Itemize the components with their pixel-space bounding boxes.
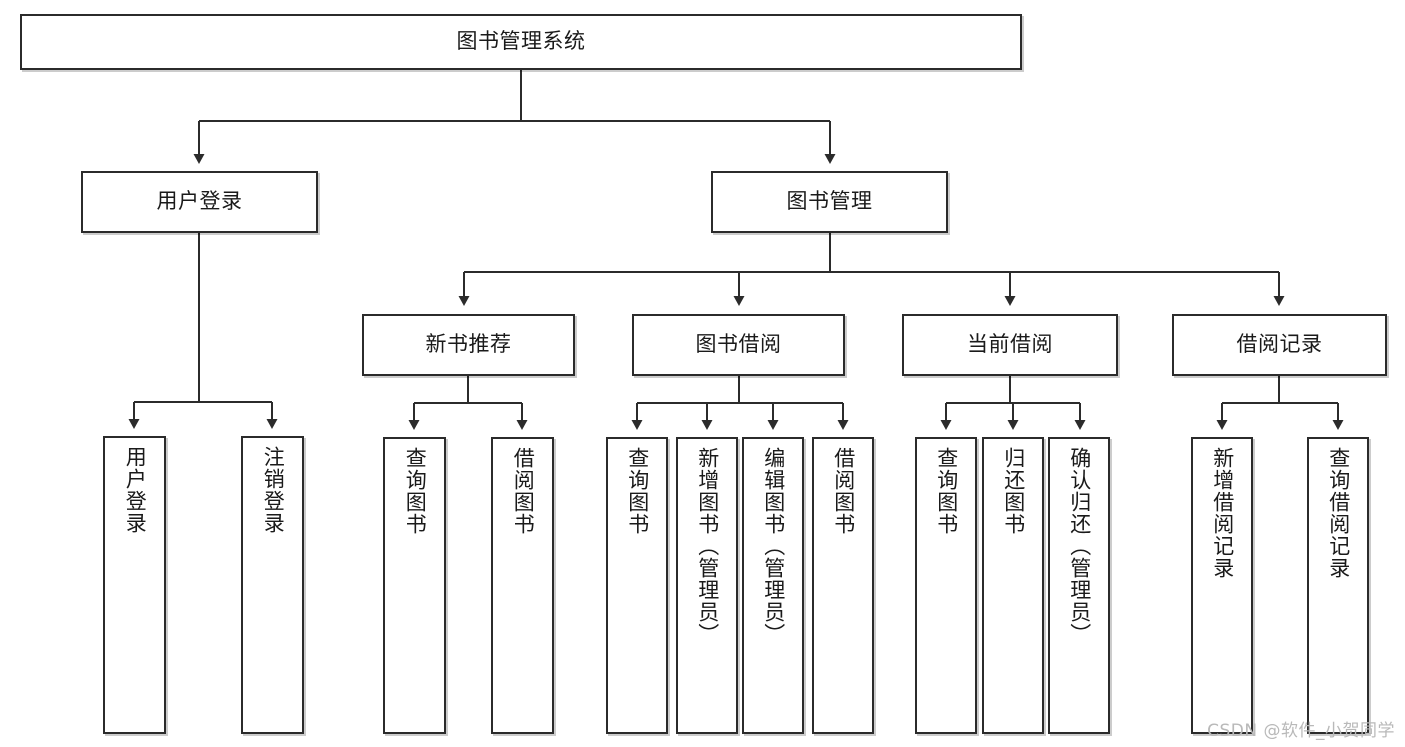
- node-label: 借阅图书: [831, 447, 856, 535]
- node-label: 新书推荐: [425, 332, 512, 357]
- node-label: 编辑图书（管理员）: [761, 447, 786, 645]
- node-leaf-user-login[interactable]: 用户登录: [103, 436, 166, 734]
- node-new-book-recommend[interactable]: 新书推荐: [362, 314, 575, 376]
- node-leaf-add-borrow-record[interactable]: 新增借阅记录: [1191, 437, 1253, 734]
- node-label: 借阅记录: [1236, 332, 1323, 357]
- node-leaf-query-book-recommend[interactable]: 查询图书: [383, 437, 446, 734]
- node-label: 确认归还（管理员）: [1067, 447, 1092, 645]
- node-leaf-borrow-book-recommend[interactable]: 借阅图书: [491, 437, 554, 734]
- node-leaf-add-book-admin[interactable]: 新增图书（管理员）: [676, 437, 738, 734]
- watermark: CSDN @软件_小贺同学: [1207, 721, 1395, 741]
- node-label: 用户登录: [156, 189, 243, 214]
- node-book-borrow[interactable]: 图书借阅: [632, 314, 845, 376]
- node-label: 查询借阅记录: [1326, 447, 1351, 579]
- node-label: 归还图书: [1001, 447, 1026, 535]
- node-leaf-logout-login[interactable]: 注销登录: [241, 436, 304, 734]
- node-label: 查询图书: [403, 447, 428, 535]
- node-leaf-query-book-current[interactable]: 查询图书: [915, 437, 977, 734]
- node-leaf-edit-book-admin[interactable]: 编辑图书（管理员）: [742, 437, 804, 734]
- node-current-borrow[interactable]: 当前借阅: [902, 314, 1118, 376]
- node-label: 图书管理系统: [456, 29, 586, 54]
- node-root-book-management-system[interactable]: 图书管理系统: [20, 14, 1022, 70]
- node-user-login[interactable]: 用户登录: [81, 171, 318, 233]
- node-borrow-record[interactable]: 借阅记录: [1172, 314, 1387, 376]
- node-leaf-query-book-borrow[interactable]: 查询图书: [606, 437, 668, 734]
- node-label: 新增图书（管理员）: [695, 447, 720, 645]
- node-label: 图书管理: [786, 189, 873, 214]
- node-leaf-return-book[interactable]: 归还图书: [982, 437, 1044, 734]
- node-label: 当前借阅: [967, 332, 1053, 357]
- node-leaf-confirm-return-admin[interactable]: 确认归还（管理员）: [1048, 437, 1110, 734]
- node-label: 查询图书: [934, 447, 959, 535]
- node-label: 图书借阅: [695, 332, 782, 357]
- node-label: 注销登录: [261, 446, 286, 534]
- node-book-management[interactable]: 图书管理: [711, 171, 948, 233]
- node-label: 借阅图书: [511, 447, 536, 535]
- node-label: 用户登录: [123, 446, 148, 534]
- node-label: 新增借阅记录: [1210, 447, 1235, 579]
- node-leaf-borrow-book[interactable]: 借阅图书: [812, 437, 874, 734]
- node-leaf-query-borrow-record[interactable]: 查询借阅记录: [1307, 437, 1369, 734]
- node-label: 查询图书: [625, 447, 650, 535]
